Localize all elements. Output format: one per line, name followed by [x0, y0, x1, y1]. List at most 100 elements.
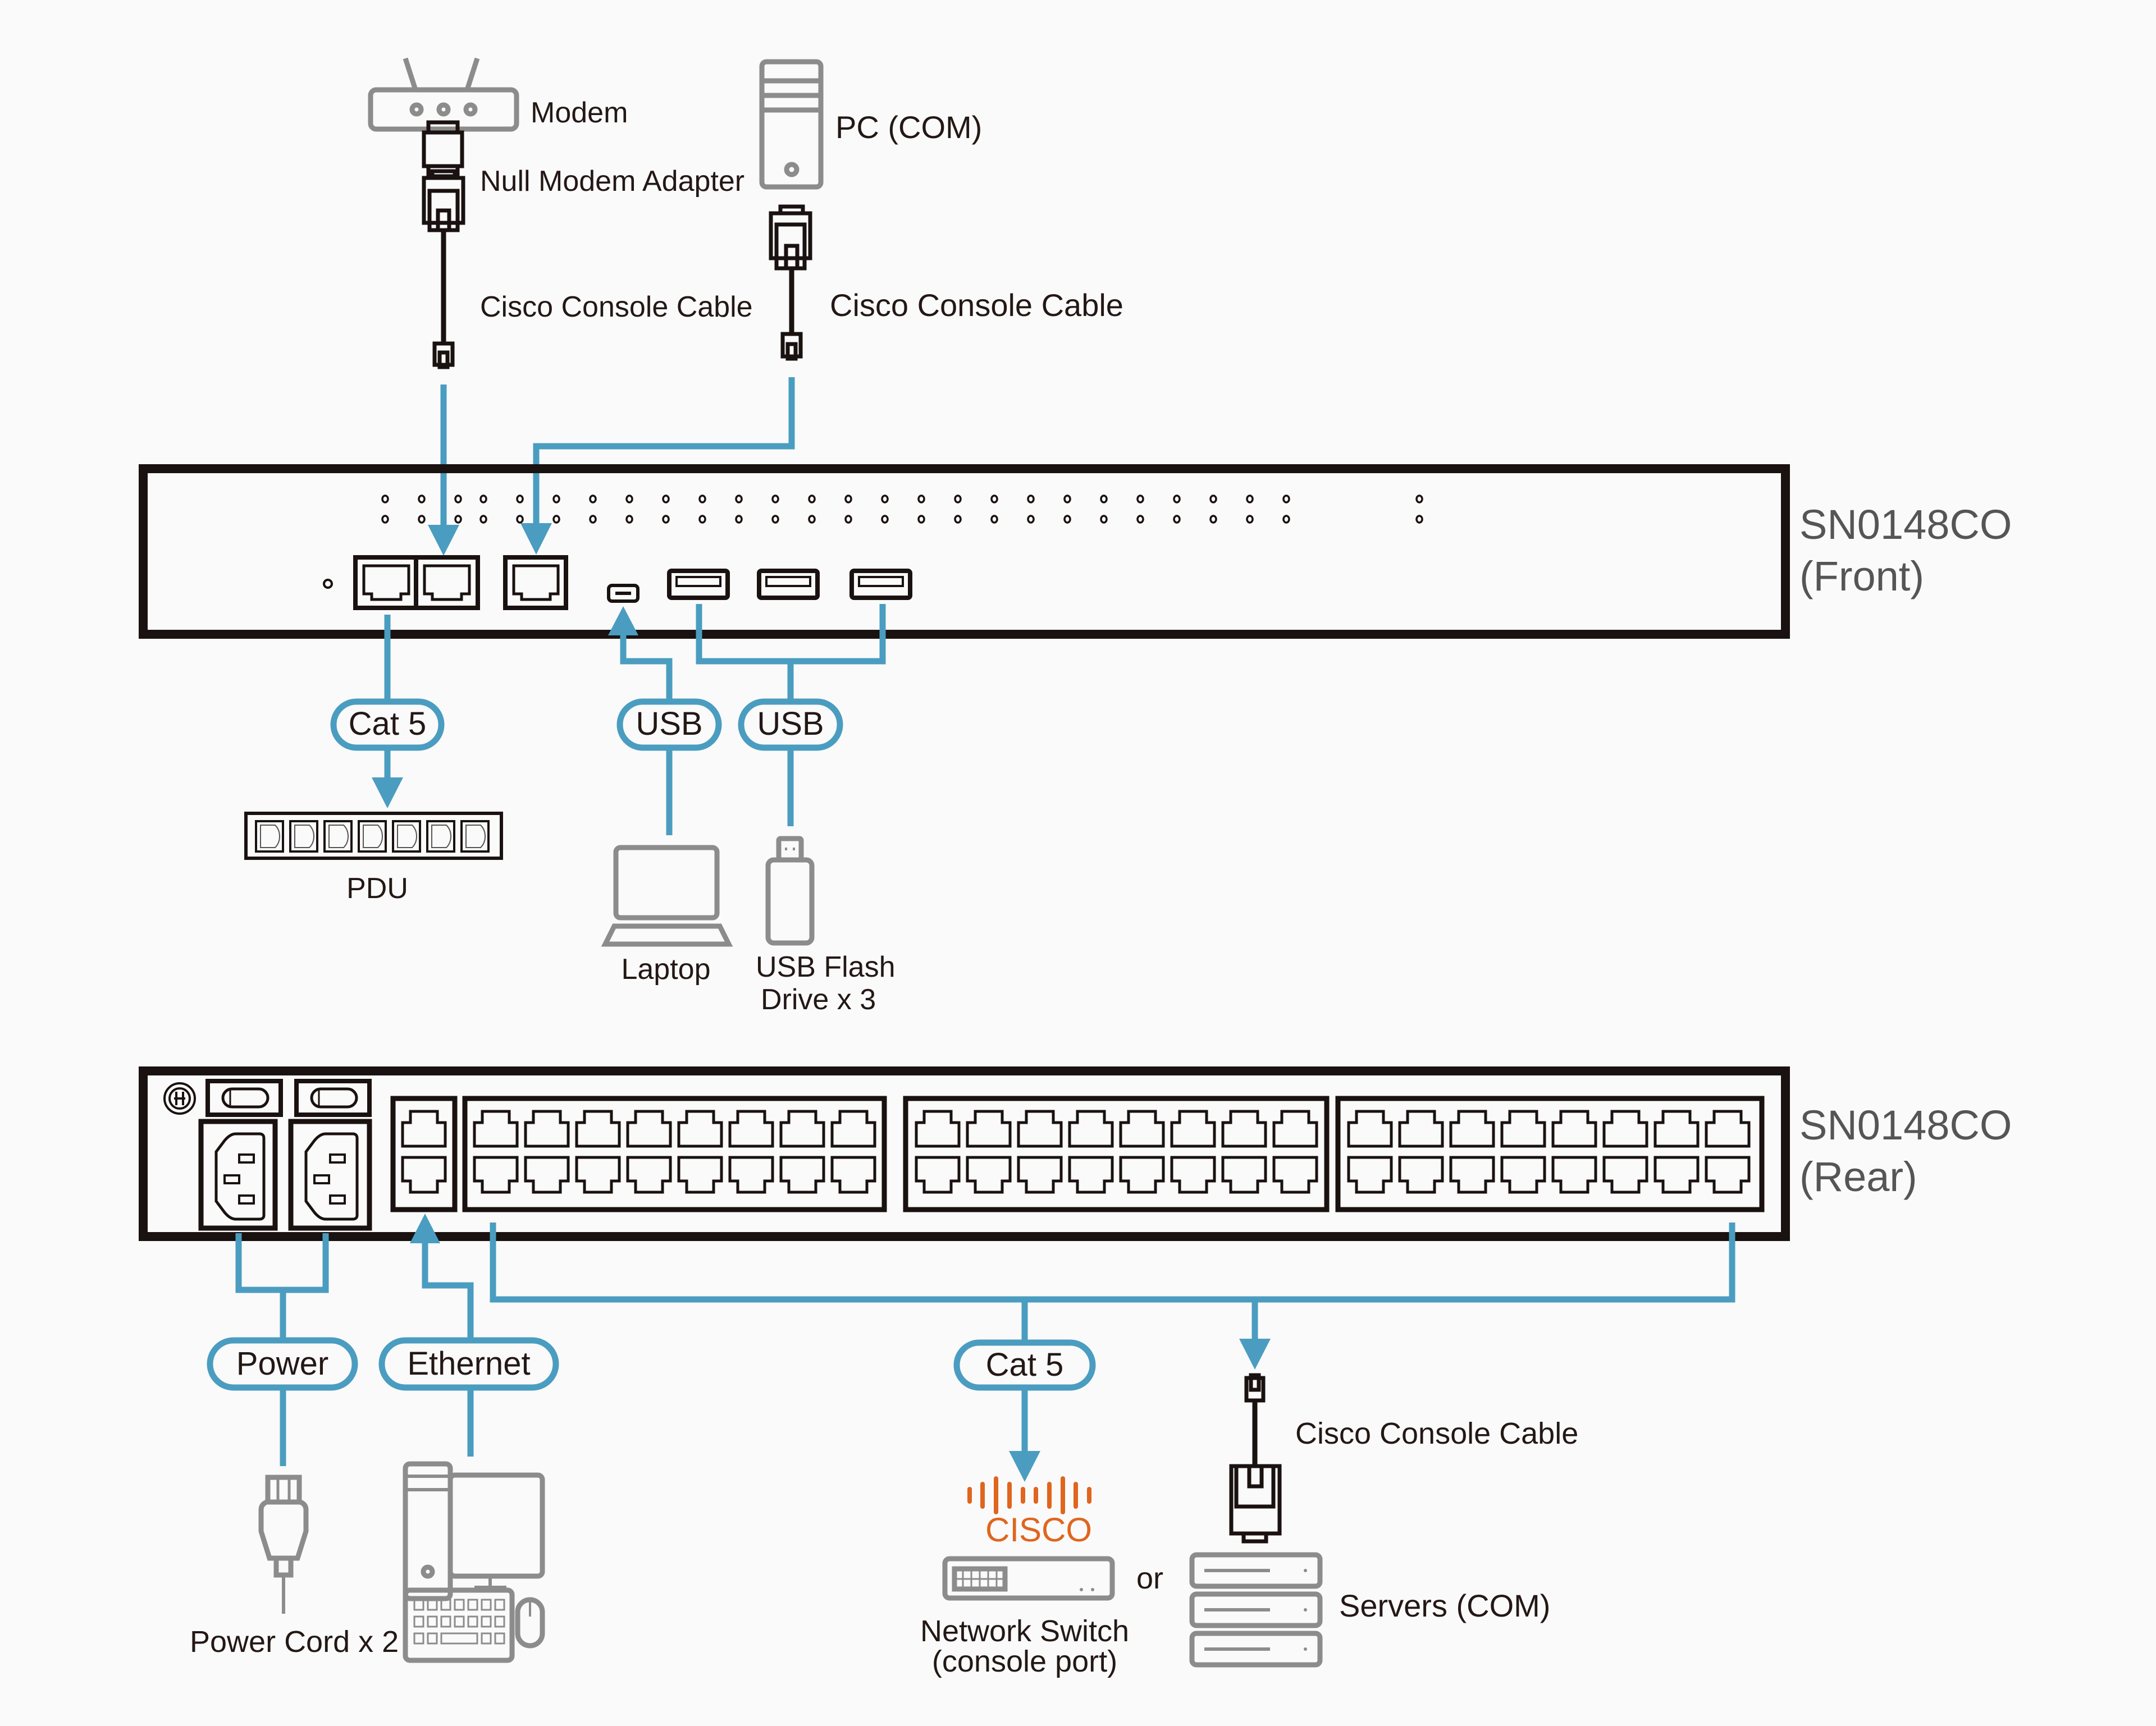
rj45-port [1272, 1110, 1318, 1148]
pdu-outlet-icon [323, 820, 353, 853]
power-inlet-icon [198, 1119, 278, 1231]
power-switch-icon [294, 1079, 372, 1117]
pc-label: PC (COM) [835, 109, 982, 145]
cisco-logo-icon: CISCO [967, 1476, 1092, 1549]
led-dot [1027, 495, 1035, 503]
rj45-port [575, 1110, 621, 1148]
reset-hole-icon [323, 579, 333, 589]
rj45-port [1221, 1156, 1267, 1194]
rj45-port [1347, 1110, 1393, 1148]
network-switch-icon [942, 1556, 1115, 1601]
svg-text:Cat 5: Cat 5 [349, 706, 427, 742]
rj45-port [401, 1110, 447, 1148]
rj45-port [966, 1156, 1012, 1194]
rj45-port [779, 1110, 825, 1148]
pdu-outlet-icon [289, 820, 318, 853]
rj45-port [1653, 1156, 1700, 1194]
rj45-port [626, 1110, 672, 1148]
power-switch-icon [205, 1079, 283, 1117]
usb-flash-drive-icon [765, 836, 815, 946]
led-dot [552, 515, 560, 524]
front-view-label: (Front) [1799, 553, 1924, 599]
led-dot [1246, 495, 1254, 503]
front-model-label: SN0148CO [1799, 501, 2012, 548]
led-dot [516, 495, 524, 503]
rj45-port [473, 1110, 519, 1148]
led-dot [1063, 515, 1071, 524]
rj45-port [1221, 1110, 1267, 1148]
usb-port-icon [667, 569, 730, 600]
led-dot [1246, 515, 1254, 524]
desktop-computer-icon [403, 1461, 545, 1663]
cisco-logo-text: CISCO [985, 1511, 1092, 1549]
modem-icon [368, 57, 519, 132]
pdu-icon [244, 812, 503, 860]
svg-text:Power: Power [236, 1345, 328, 1382]
rj45-port [1551, 1156, 1597, 1194]
led-dot [990, 495, 998, 503]
usb-port-icon [757, 569, 820, 600]
arrow-down-icon [428, 525, 459, 556]
arrow-up-icon [608, 606, 638, 635]
server-stack-icon [1189, 1552, 1323, 1668]
pdu-label: PDU [346, 872, 408, 905]
laptop-icon [601, 845, 733, 947]
rj45-port-icon [353, 555, 480, 610]
led-dot [698, 495, 706, 503]
led-dot [418, 495, 426, 503]
arrow-down-icon [520, 523, 552, 555]
svg-text:USB: USB [757, 706, 824, 742]
rj45-port [626, 1156, 672, 1194]
rj45-port [1017, 1156, 1063, 1194]
led-dot [844, 495, 852, 503]
ethernet-pill: Ethernet [378, 1337, 559, 1391]
led-dot [662, 495, 670, 503]
rj45-port [1170, 1110, 1216, 1148]
pc-tower-icon [759, 59, 824, 190]
led-dot [917, 515, 925, 524]
led-dot [381, 515, 389, 524]
cat5-rear-pill: Cat 5 [953, 1339, 1096, 1391]
led-dot [662, 515, 670, 524]
cable-pc-to-front [533, 377, 795, 528]
arrow-down-icon [1239, 1339, 1271, 1370]
arrow-up-icon [410, 1214, 440, 1243]
led-dot [1415, 515, 1423, 524]
led-dot [881, 495, 889, 503]
svg-text:Ethernet: Ethernet [407, 1345, 530, 1382]
led-indicators [381, 495, 1423, 524]
rj45-port [1119, 1110, 1165, 1148]
cable-right-label: Cisco Console Cable [830, 287, 1123, 323]
rj45-port [779, 1156, 825, 1194]
led-dot [1100, 495, 1108, 503]
rj45-port [915, 1156, 961, 1194]
rj45-port [1017, 1110, 1063, 1148]
rj45-port [1500, 1156, 1546, 1194]
led-dot [698, 515, 706, 524]
rj45-port [401, 1156, 447, 1194]
pdu-outlet-icon [358, 820, 387, 853]
led-dot [771, 515, 779, 524]
pdu-outlet-icon [460, 820, 490, 853]
led-dot [1063, 495, 1071, 503]
power-inlet-icon [288, 1119, 372, 1231]
network-switch-label-line1: Network Switch [920, 1614, 1129, 1648]
rj45-port [1551, 1110, 1597, 1148]
led-dot [1027, 515, 1035, 524]
console-cable-rear-label: Cisco Console Cable [1295, 1417, 1578, 1450]
pdu-outlet-icon [392, 820, 421, 853]
cable-power [235, 1233, 329, 1293]
rj45-port [524, 1156, 570, 1194]
db9-connector-icon [1229, 1464, 1282, 1544]
led-dot [1209, 515, 1217, 524]
led-dot [990, 515, 998, 524]
usb-laptop-pill: USB [616, 698, 722, 751]
db9-connector-icon [769, 204, 812, 271]
port-group-2 [903, 1096, 1330, 1212]
ground-icon [163, 1082, 196, 1115]
led-dot [589, 515, 597, 524]
rj45-port [1272, 1156, 1318, 1194]
arrow-down-icon [1009, 1451, 1040, 1482]
rj45-port-icon [503, 555, 568, 610]
servers-label: Servers (COM) [1339, 1588, 1550, 1623]
